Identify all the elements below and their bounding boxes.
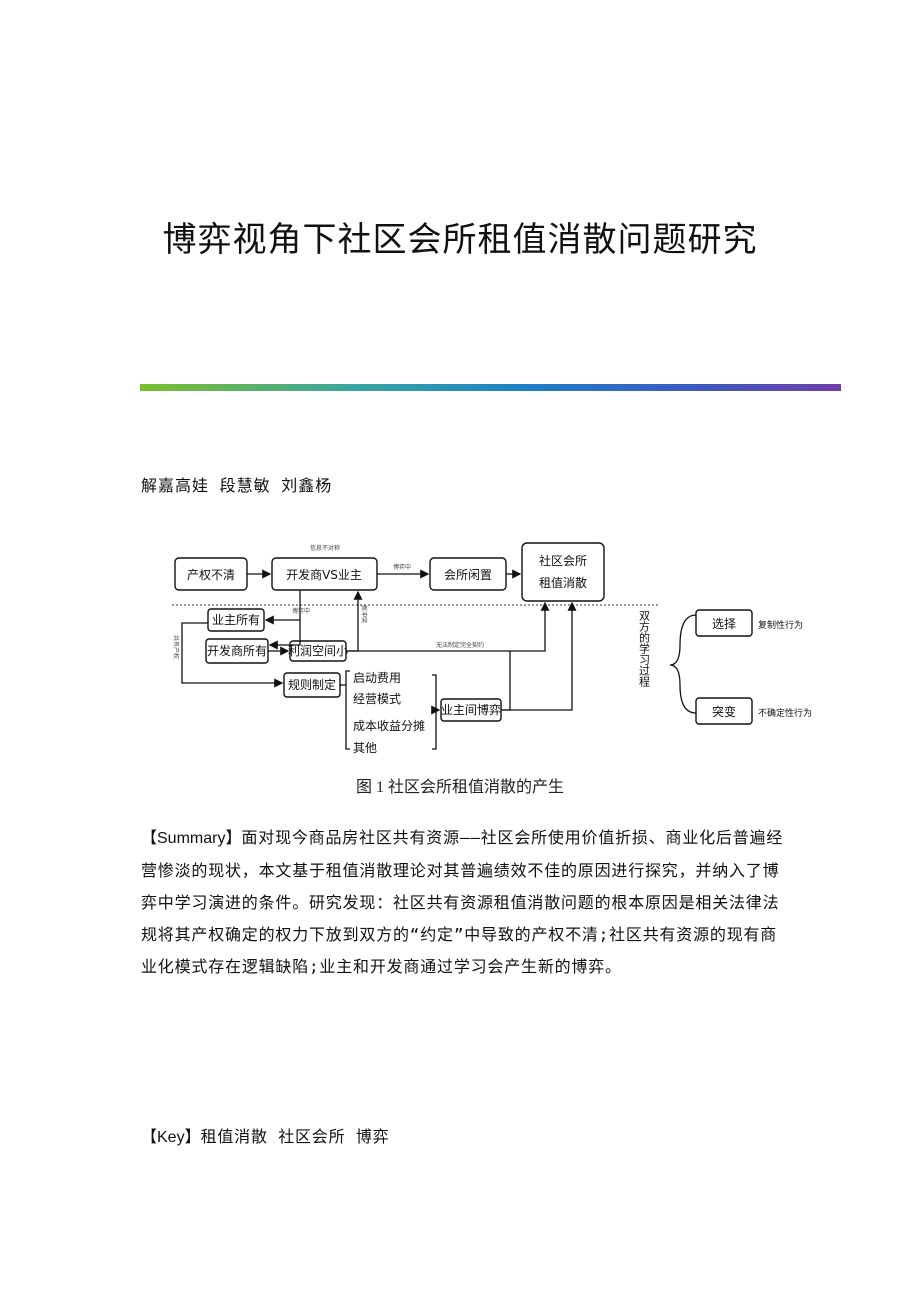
label-qita: 其他 xyxy=(353,741,377,755)
box-yezhu-boyi-label: 业主间博弈 xyxy=(441,702,501,717)
keywords: 【Key】租值消散 社区会所 博弈 xyxy=(141,1123,389,1147)
abstract-tag: 【Summary】 xyxy=(141,830,242,847)
box-lirun-label: 利润空间小 xyxy=(288,644,348,658)
label-fuzhi: 复制性行为 xyxy=(758,619,803,631)
label-buqueding: 不确定性行为 xyxy=(758,707,812,719)
figure-caption: 图 1 社区会所租值消散的产生 xyxy=(355,779,564,796)
label-xin: 新冲突 xyxy=(360,605,368,623)
label-gongyou: 共有产权 xyxy=(172,635,180,659)
box-shequ xyxy=(521,542,605,602)
label-boyi: 博弈中 xyxy=(393,563,411,571)
label-qidong: 启动费用 xyxy=(353,671,401,685)
label-xuexi: 双方的学习过程 xyxy=(638,610,651,688)
authors: 解嘉高娃 段慧敏 刘鑫杨 xyxy=(141,476,333,495)
box-shequ-line1: 社区会所 xyxy=(539,553,587,568)
box-kaifa-suoyou-label: 开发商所有 xyxy=(207,643,267,658)
keywords-text: 租值消散 社区会所 博弈 xyxy=(200,1127,390,1146)
box-kaifa-vs-label: 开发商VS业主 xyxy=(286,567,362,582)
label-chengben: 成本收益分摊 xyxy=(353,719,425,733)
box-yezhu-suoyou-label: 业主所有 xyxy=(212,613,260,627)
box-yezhu-suoyou xyxy=(207,608,265,632)
figure-1-diagram: 产权不清 开发商VS业主 会所闲置 社区会所 租值消散 信息不对称 博弈中 业主… xyxy=(172,542,812,755)
box-chanquan-label: 产权不清 xyxy=(187,568,235,582)
label-wufa: 无法制定完全契约 xyxy=(436,641,484,649)
box-shequ-line2: 租值消散 xyxy=(539,575,587,590)
abstract-text: 面对现今商品房社区共有资源——社区会所使用价值折损、商业化后普遍经营惨淡的现状，… xyxy=(141,828,784,976)
box-xuanze-label: 选择 xyxy=(712,617,736,631)
keywords-tag: 【Key】 xyxy=(141,1129,201,1146)
label-xinxi: 信息不对称 xyxy=(310,544,340,552)
title-divider xyxy=(140,384,841,391)
box-guize-label: 规则制定 xyxy=(288,677,336,692)
label-jingying: 经营模式 xyxy=(353,692,401,706)
box-tubian-label: 突变 xyxy=(712,704,736,719)
abstract: 【Summary】面对现今商品房社区共有资源——社区会所使用价值折损、商业化后普… xyxy=(141,822,786,983)
box-huisuo-xianzhi-label: 会所闲置 xyxy=(444,568,492,582)
paper-title: 博弈视角下社区会所租值消散问题研究 xyxy=(162,220,758,260)
box-tubian xyxy=(695,697,753,725)
label-tongxin: 博弈中 xyxy=(292,607,310,615)
box-xuanze xyxy=(695,609,753,637)
